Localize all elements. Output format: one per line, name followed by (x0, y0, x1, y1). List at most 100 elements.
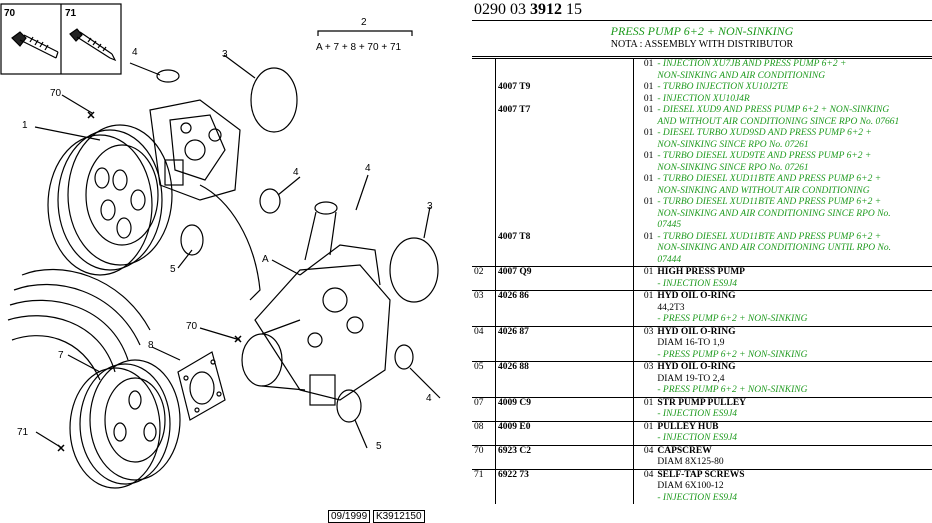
part-reference: 4007 T7 (495, 105, 635, 128)
ref-code: K3912150 (372, 510, 425, 523)
application-note: NON-SINKING AND AIR CONDITIONING UNTIL R… (657, 243, 891, 253)
part-name: CAPSCREW (657, 445, 712, 456)
callout-4c: 4 (365, 163, 371, 174)
item-number (472, 93, 497, 105)
callout-4d: 4 (426, 393, 432, 404)
callout-7: 7 (58, 350, 64, 361)
callout-70b: 70 (186, 321, 198, 332)
part-reference (495, 174, 635, 197)
item-number: 03 (472, 290, 497, 326)
part-name: HYD OIL O-RING (657, 362, 736, 372)
application-note: AND WITHOUT AIR CONDITIONING SINCE RPO N… (657, 116, 900, 127)
table-row: 01- DIESEL TURBO XUD9SD AND PRESS PUMP 6… (472, 128, 932, 151)
ref-date: 09/1999 (328, 510, 371, 523)
quantity: 01 (633, 420, 656, 445)
item-number (472, 174, 497, 197)
application-note: 07444 (657, 254, 682, 265)
callout-5a: 5 (170, 264, 176, 275)
part-reference: 4007 T8 (495, 231, 635, 267)
application-note: 07445 (657, 220, 682, 230)
part-detail: DIAM 16-TO 1,9 (657, 338, 725, 348)
quantity: 01 (633, 58, 656, 82)
quantity: 01 (643, 231, 654, 242)
parts-table: 01- INJECTION XU7JB AND PRESS PUMP 6+2 +… (472, 58, 932, 504)
part-description: - TURBO DIESEL XUD9TE AND PRESS PUMP 6+2… (655, 151, 932, 174)
application-note: - TURBO DIESEL XUD11BTE AND PRESS PUMP 6… (657, 197, 882, 207)
application-note: - INJECTION ES9J4 (657, 492, 738, 503)
quantity: 01 (643, 93, 654, 104)
part-description: HIGH PRESS PUMP- INJECTION ES9J4 (655, 266, 932, 291)
item-number (472, 151, 497, 174)
part-name: STR PUMP PULLEY (657, 397, 747, 408)
list-title: PRESS PUMP 6+2 + NON-SINKING (610, 24, 794, 38)
item-number: 70 (472, 444, 497, 469)
quantity: 01 (643, 128, 654, 138)
application-note: - TURBO INJECTION XU10J2TE (657, 82, 788, 92)
part-description: - INJECTION XU7JB AND PRESS PUMP 6+2 +NO… (655, 58, 932, 82)
quantity: 01 (643, 151, 654, 161)
item-number: 02 (472, 266, 497, 291)
table-row: 01- TURBO DIESEL XUD11BTE AND PRESS PUMP… (472, 197, 932, 232)
callout-8: 8 (148, 340, 154, 351)
quantity: 01 (633, 396, 656, 421)
part-description: - TURBO INJECTION XU10J2TE (655, 82, 932, 94)
o-ring-lower-4 (314, 201, 338, 215)
ref-suffix: 15 (566, 1, 582, 18)
part-detail: DIAM 6X100-12 (657, 481, 724, 491)
item-number (472, 128, 497, 151)
table-row: 01- TURBO DIESEL XUD11BTE AND PRESS PUMP… (472, 174, 932, 197)
exploded-parts-diagram: 70 71 2 A + 7 + 8 + 70 + 71 4 70 3 1 4 5… (0, 0, 466, 523)
callout-A: A (262, 254, 269, 265)
callout-1: 1 (22, 120, 28, 131)
diagram-drawing (0, 3, 441, 489)
part-name: HIGH PRESS PUMP (657, 267, 745, 277)
table-row: 4007 T8 01- TURBO DIESEL XUD11BTE AND PRE… (472, 231, 932, 267)
quantity: 03 (633, 361, 656, 397)
table-row: 01- INJECTION XU7JB AND PRESS PUMP 6+2 +… (472, 58, 932, 82)
o-ring-lower-3 (389, 237, 439, 303)
part-description: - INJECTION XU10J4R (655, 94, 932, 106)
list-header: PRESS PUMP 6+2 + NON-SINKING NOTA : ASSE… (472, 20, 932, 57)
o-ring-lower-5 (336, 389, 362, 423)
application-note: NON-SINKING AND AIR CONDITIONING (657, 70, 826, 81)
o-ring-lower-4b (394, 344, 414, 370)
quantity: 04 (633, 444, 656, 469)
lower-pump-icon (241, 244, 391, 406)
table-row: 01- INJECTION XU10J4R (472, 93, 932, 106)
belt-loop (199, 184, 261, 301)
part-reference: 6922 73 (495, 468, 635, 504)
application-note: NON-SINKING SINCE RPO No. 07261 (657, 162, 809, 173)
callout-5b: 5 (376, 441, 382, 452)
item-number: 08 (472, 420, 497, 445)
o-ring-upper-3 (250, 67, 298, 133)
callout-70a: 70 (50, 88, 62, 99)
part-reference: 4007 Q9 (495, 266, 635, 291)
part-description: - TURBO DIESEL XUD11BTE AND PRESS PUMP 6… (655, 232, 932, 267)
lower-pulley-icon (69, 359, 181, 489)
callout-3a: 3 (222, 49, 228, 60)
self-tap-screw-71-icon (69, 28, 117, 62)
quantity: 01 (643, 197, 654, 207)
parts-list-panel: 0290 03 3912 15 PRESS PUMP 6+2 + NON-SIN… (472, 0, 932, 521)
item-number (472, 231, 497, 267)
application-note: - TURBO DIESEL XUD11BTE AND PRESS PUMP 6… (657, 231, 882, 242)
item-number (472, 105, 497, 128)
part-reference: 4009 C9 (495, 396, 635, 421)
part-reference: 4026 87 (495, 325, 635, 362)
part-description: STR PUMP PULLEY- INJECTION ES9J4 (655, 396, 932, 421)
upper-pump-icon (149, 99, 241, 201)
upper-pulley-icon (47, 124, 173, 276)
application-note: NON-SINKING AND AIR CONDITIONING SINCE R… (657, 208, 891, 219)
part-reference (495, 93, 635, 105)
drive-belt-icon (7, 268, 151, 381)
